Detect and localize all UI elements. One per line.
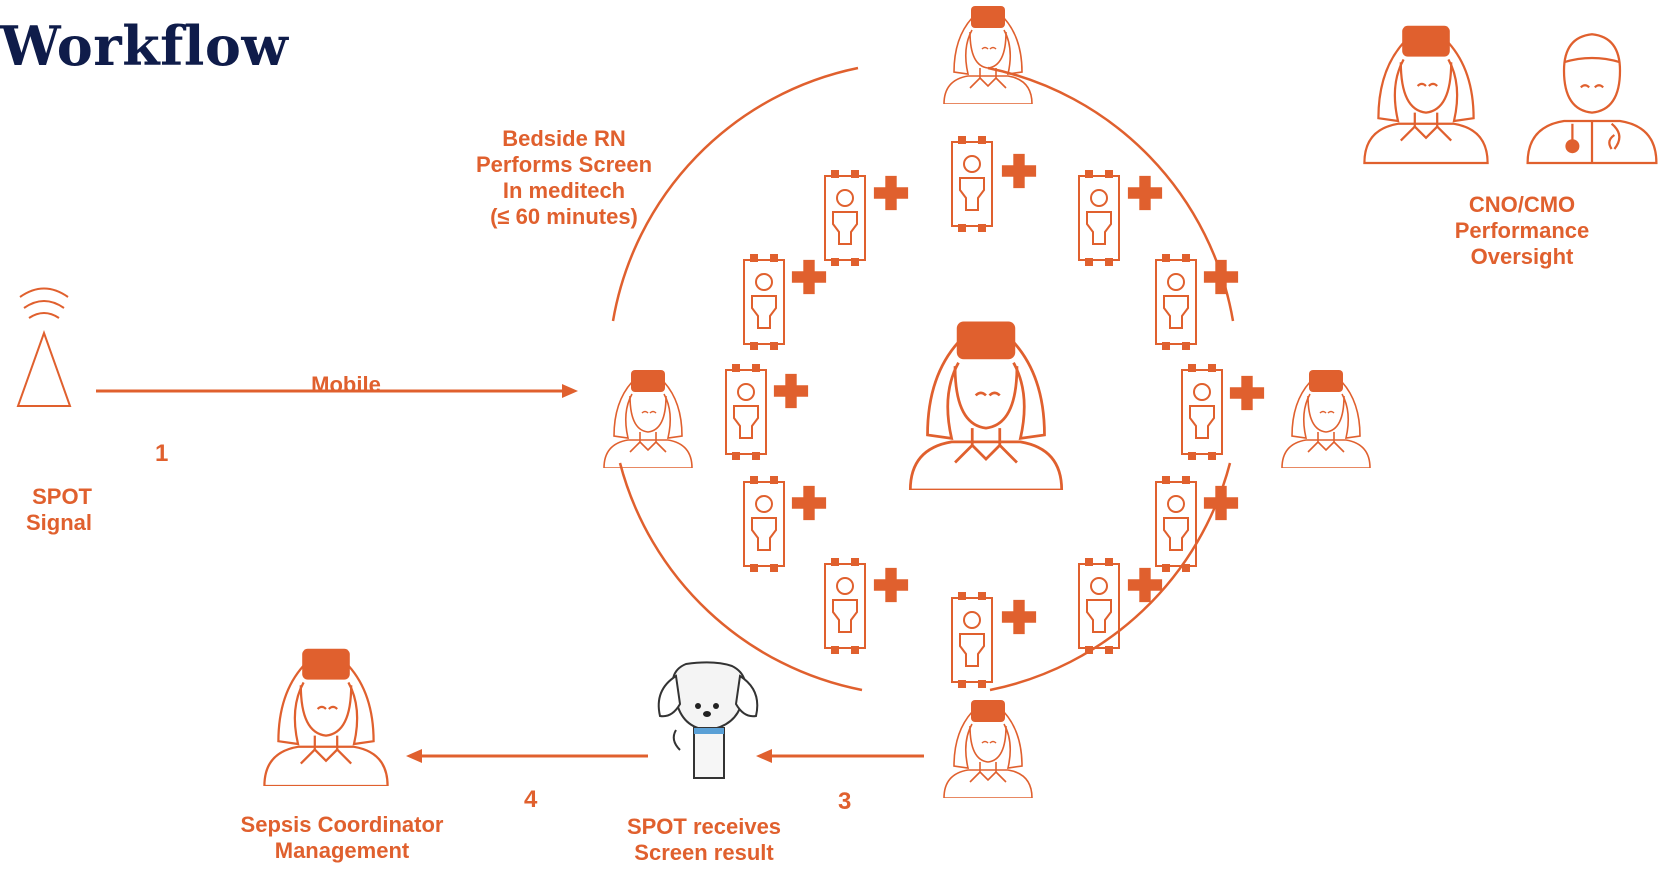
vital-sign-device-icon <box>1155 253 1197 351</box>
plus-icon <box>791 259 827 295</box>
label-line: Performs Screen <box>475 152 653 177</box>
cycle-arc-bottom-right <box>989 462 1232 692</box>
vital-sign-device-icon <box>743 253 785 351</box>
bedside-rn-label: Bedside RN Performs Screen In meditech (… <box>456 126 672 230</box>
plus-icon <box>873 567 909 603</box>
step-number-3: 3 <box>838 788 852 815</box>
sepsis-coordinator-label: Sepsis Coordinator Management <box>212 812 472 864</box>
vital-sign-device-icon <box>824 557 866 655</box>
label-line: Bedside RN <box>502 126 626 151</box>
vital-sign-device-group <box>725 135 1265 689</box>
vital-sign-device-icon <box>1155 475 1197 573</box>
arrow-step-4 <box>406 749 648 763</box>
label-line: Management <box>274 838 410 863</box>
oversight-label: CNO/CMO Performance Oversight <box>1416 192 1628 270</box>
vital-sign-device-icon <box>1078 557 1120 655</box>
step-number-1: 1 <box>155 440 169 467</box>
label-line: CNO/CMO <box>1468 192 1576 217</box>
step-number-4: 4 <box>524 786 538 813</box>
plus-icon <box>1203 259 1239 295</box>
label-line: Signal <box>25 510 92 535</box>
vital-sign-device-icon <box>1181 363 1223 461</box>
plus-icon <box>791 485 827 521</box>
nurse-icon <box>943 5 1033 104</box>
plus-icon <box>1127 175 1163 211</box>
nurse-icon <box>1281 369 1371 468</box>
vital-sign-device-icon <box>743 475 785 573</box>
doctor-icon <box>1526 33 1658 165</box>
cycle-arc-bottom-left <box>618 462 863 692</box>
nurse-icon <box>1363 24 1489 165</box>
label-line: Sepsis Coordinator <box>240 812 444 837</box>
plus-icon <box>1001 153 1037 189</box>
plus-icon <box>1001 599 1037 635</box>
nurse-icon <box>943 699 1033 798</box>
label-line: Oversight <box>1470 244 1574 269</box>
antenna-signal-icon <box>16 287 72 407</box>
plus-icon <box>1229 375 1265 411</box>
nurse-icon <box>908 320 1064 490</box>
label-line: SPOT <box>32 484 92 509</box>
cycle-arc-top-left <box>611 66 859 322</box>
label-line: SPOT receives <box>626 814 782 839</box>
spot-receives-label: SPOT receives Screen result <box>596 814 812 866</box>
label-line: Screen result <box>634 840 774 865</box>
plus-icon <box>1203 485 1239 521</box>
dog-mascot-icon <box>657 661 759 779</box>
mobile-label: Mobile <box>311 372 381 397</box>
vital-sign-device-icon <box>824 169 866 267</box>
vital-sign-device-icon <box>725 363 767 461</box>
spot-signal-label: SPOT Signal <box>2 484 92 536</box>
arrow-step-3 <box>756 749 924 763</box>
vital-sign-device-icon <box>1078 169 1120 267</box>
label-line: Performance <box>1454 218 1590 243</box>
plus-icon <box>873 175 909 211</box>
vital-sign-device-icon <box>951 135 993 233</box>
plus-icon <box>773 373 809 409</box>
nurse-icon <box>263 647 389 786</box>
vital-sign-device-icon <box>951 591 993 689</box>
label-line: (≤ 60 minutes) <box>490 204 638 229</box>
label-line: In meditech <box>502 178 626 203</box>
page-title: Workflow <box>0 14 289 78</box>
arrow-mobile <box>96 384 578 398</box>
nurse-icon <box>603 369 693 468</box>
